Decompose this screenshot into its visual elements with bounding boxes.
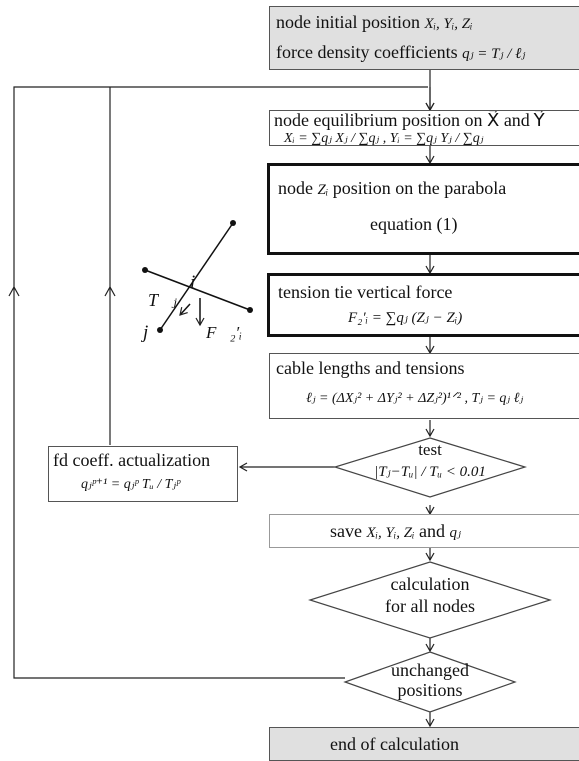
fd-line1: fd coeff. actualization [53, 450, 211, 470]
cable-math: ℓⱼ = (ΔXⱼ² + ΔYⱼ² + ΔZⱼ²)¹ᐟ² , Tⱼ = qⱼ ℓ… [306, 391, 524, 406]
equil-box: node equilibrium position on X⃗ and Y⃗ X… [269, 110, 579, 146]
init-math2: qⱼ = Tⱼ / ℓⱼ [462, 46, 526, 62]
test-label: test [418, 440, 442, 459]
parab-math: Zᵢ [317, 182, 329, 198]
cable-line-2 [159, 222, 234, 331]
fd-math: qⱼᵖ⁺¹ = qⱼᵖ Tᵤ / Tⱼᵖ [81, 477, 181, 492]
node-dot-right [247, 307, 253, 313]
equil-line1: node equilibrium position on X⃗ and Y⃗ [274, 110, 545, 130]
save-math2: qⱼ [449, 525, 461, 541]
save-math: Xᵢ, Yᵢ, Zᵢ [366, 525, 415, 541]
calc-line1: calculation [390, 574, 470, 594]
calc-diamond [308, 561, 552, 639]
node-dot-bottom [157, 327, 163, 333]
node-dot-top [230, 220, 236, 226]
save-label: save [330, 521, 362, 541]
unch-line1: unchanged [391, 660, 469, 680]
loop-fd-arrowhead [104, 285, 116, 297]
sketch-label-j: j [143, 322, 149, 343]
parab-box: node Zᵢ position on the parabola equatio… [267, 163, 579, 255]
loop-unchanged-arrowhead [8, 285, 20, 297]
tie-math: F₂′ᵢ = ∑qⱼ (Zⱼ − Zᵢ) [348, 310, 463, 326]
init-box: node initial position Xᵢ, Yᵢ, Zᵢ force d… [269, 6, 579, 70]
sketch-label-f: F⃗₂′ᵢ [206, 323, 242, 342]
parab-line1: node [278, 178, 313, 198]
tie-line1: tension tie vertical force [278, 282, 453, 302]
equil-math: Xᵢ = ∑qⱼ Xⱼ / ∑qⱼ , Yᵢ = ∑qⱼ Yⱼ / ∑qⱼ [284, 131, 484, 146]
sketch-label-i: i [190, 272, 196, 293]
end-label: end of calculation [330, 734, 459, 754]
loop-unchanged [13, 86, 428, 679]
test-math: |Tⱼ−Tᵤ| / Tᵤ < 0.01 [374, 464, 486, 480]
fd-box: fd coeff. actualization qⱼᵖ⁺¹ = qⱼᵖ Tᵤ /… [48, 446, 238, 502]
parab-line1b: position on the parabola [332, 178, 507, 198]
cable-nodes [142, 220, 253, 333]
init-line2: force density coefficients [276, 42, 458, 62]
init-line1: node initial position [276, 12, 420, 32]
end-box: end of calculation [269, 727, 579, 761]
cable-line1: cable lengths and tensions [276, 358, 465, 378]
cable-box: cable lengths and tensions ℓⱼ = (ΔXⱼ² + … [269, 353, 579, 419]
cable-line-1 [144, 269, 251, 311]
test-diamond [332, 437, 528, 498]
tie-box: tension tie vertical force F₂′ᵢ = ∑qⱼ (Z… [267, 273, 579, 337]
parab-line2: equation (1) [370, 214, 458, 234]
sketch-label-t: T⃗ⱼ [148, 290, 177, 310]
unchanged-diamond [343, 651, 517, 713]
save-and: and [418, 521, 445, 541]
node-dot-left [142, 267, 148, 273]
unch-line2: positions [397, 680, 463, 700]
init-math1: Xᵢ, Yᵢ, Zᵢ [424, 16, 473, 32]
force-t-arrow [179, 303, 191, 316]
cable-sketch [144, 222, 251, 331]
save-box: save Xᵢ, Yᵢ, Zᵢ and qⱼ [269, 514, 579, 548]
flow-connectors [13, 70, 435, 728]
calc-line2: for all nodes [385, 596, 475, 616]
